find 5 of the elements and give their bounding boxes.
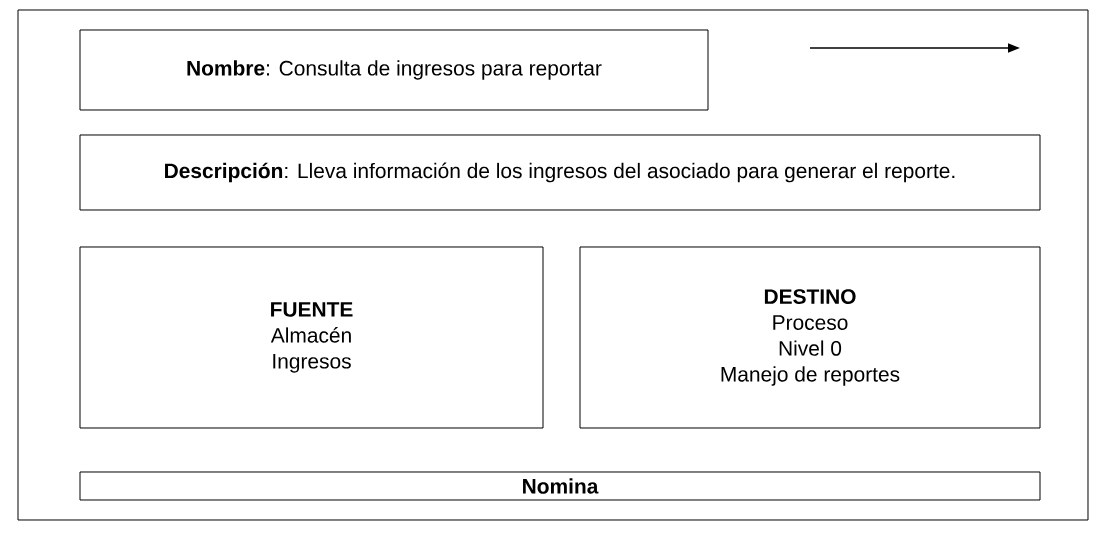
field-box: Descripción: Lleva información de los ingresos del asociado para generar el reporte. bbox=[79, 134, 1041, 211]
field-box: Nombre: Consulta de ingresos para reportar bbox=[79, 29, 709, 111]
field-box: Nomina bbox=[79, 471, 1041, 501]
field-box: FUENTE Almacén Ingresos bbox=[79, 246, 544, 429]
field-box: DESTINO Proceso Nivel 0 Manejo de reportes bbox=[579, 246, 1041, 429]
